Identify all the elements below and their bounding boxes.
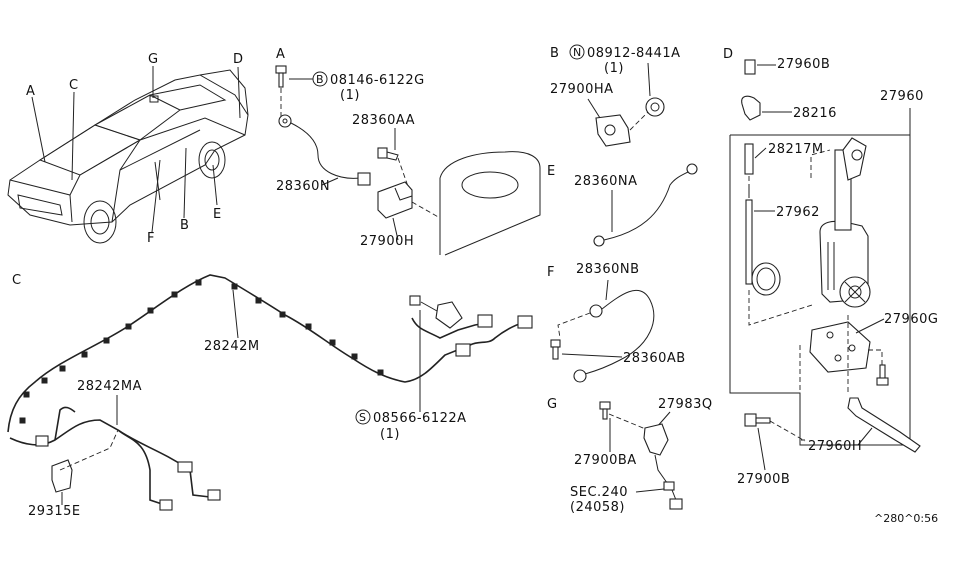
car-callout-c: C xyxy=(69,78,79,93)
part-27900b: 27900B xyxy=(737,472,790,487)
section-a-label: A xyxy=(276,47,285,62)
part-08912-qty: (1) xyxy=(604,61,624,76)
circle-s-marker xyxy=(355,409,371,425)
section-g: G 27983Q 27900BA SEC.240 (24058) xyxy=(547,397,713,515)
section-c-label: C xyxy=(12,273,22,288)
part-08566-qty: (1) xyxy=(380,427,400,442)
ref-24058: (24058) xyxy=(570,500,625,515)
section-g-label: G xyxy=(547,397,558,412)
part-27960h: 27960H xyxy=(808,439,862,454)
part-28242m: 28242M xyxy=(204,339,260,354)
part-27960g: 27960G xyxy=(884,312,938,327)
section-f: F 28360NB 28360AB xyxy=(547,262,686,383)
circle-b-letter: B xyxy=(316,73,324,86)
part-08146-qty: (1) xyxy=(340,88,360,103)
section-d-label: D xyxy=(723,47,734,62)
circle-b-marker xyxy=(312,71,328,87)
circle-n-marker xyxy=(569,44,585,60)
part-27900h: 27900H xyxy=(360,234,414,249)
ref-sec-240: SEC.240 xyxy=(570,485,628,500)
part-28360nb: 28360NB xyxy=(576,262,640,277)
part-28360ab: 28360AB xyxy=(623,351,686,366)
part-27960: 27960 xyxy=(880,89,924,104)
section-a: A B 08146-6122G (1) 28360AA 28360N 27900… xyxy=(275,47,541,256)
part-28360na: 28360NA xyxy=(574,174,637,189)
section-d: D 27960B 28216 27960 28217M 27962 xyxy=(723,47,938,487)
diagram-code: ^280^0:56 xyxy=(874,512,938,525)
section-b-label: B xyxy=(550,46,559,61)
circle-s-letter: S xyxy=(359,411,366,424)
part-08566-6122a: 08566-6122A xyxy=(373,411,467,426)
part-28360aa: 28360AA xyxy=(352,113,415,128)
part-08912-8441a: 08912-8441A xyxy=(587,46,681,61)
car-callout-a: A xyxy=(26,84,35,99)
car-callout-d: D xyxy=(233,52,244,67)
car-callout-b: B xyxy=(180,218,189,233)
section-e-label: E xyxy=(547,164,556,179)
part-29315e: 29315E xyxy=(28,504,81,519)
part-27900ba: 27900BA xyxy=(574,453,637,468)
section-f-label: F xyxy=(547,265,555,280)
part-27962: 27962 xyxy=(776,205,820,220)
part-28217m: 28217M xyxy=(768,142,824,157)
part-27900ha: 27900HA xyxy=(550,82,614,97)
part-28360n: 28360N xyxy=(276,179,330,194)
part-08146-6122g: 08146-6122G xyxy=(330,73,425,88)
car-callout-g: G xyxy=(148,52,159,67)
part-27960b: 27960B xyxy=(777,57,830,72)
part-28216: 28216 xyxy=(793,106,837,121)
part-27983q: 27983Q xyxy=(658,397,713,412)
part-28242ma: 28242MA xyxy=(77,379,142,394)
car-callout-e: E xyxy=(213,207,222,222)
section-b: B N 08912-8441A (1) 27900HA xyxy=(550,44,681,147)
car-callout-f: F xyxy=(147,231,155,246)
car-illustration: A C G D E F B xyxy=(7,52,249,246)
section-e: E 28360NA xyxy=(547,163,698,247)
circle-n-letter: N xyxy=(573,46,581,59)
section-c: C xyxy=(7,273,533,519)
